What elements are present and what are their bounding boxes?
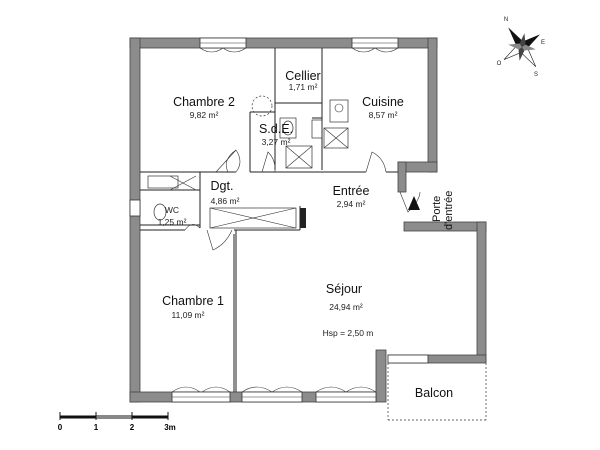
compass-o: O xyxy=(497,61,502,67)
window-swings xyxy=(171,47,399,393)
compass-icon: N E S O xyxy=(497,17,545,78)
doors xyxy=(184,149,421,251)
room-area-cellier: 1,71 m² xyxy=(289,82,318,92)
compass-n: N xyxy=(504,17,508,23)
room-name-chambre2: Chambre 2 xyxy=(173,95,235,109)
room-name-balcon: Balcon xyxy=(415,386,453,400)
compass-s: S xyxy=(534,72,538,78)
room-name-cuisine: Cuisine xyxy=(362,95,404,109)
room-name-entree: Entrée xyxy=(333,184,370,198)
room-name-sde: S.d.E. xyxy=(259,122,293,136)
scale-bar: 0 1 2 3m xyxy=(58,412,176,432)
room-area-sejour: 24,94 m² xyxy=(329,302,363,312)
entrance-label: Porte d'entrée xyxy=(431,191,455,230)
room-name-wc: WC xyxy=(165,205,179,215)
ceiling-height: Hsp = 2,50 m xyxy=(323,328,374,338)
room-name-chambre1: Chambre 1 xyxy=(162,294,224,308)
scale-tick-3m: 3m xyxy=(164,423,176,432)
svg-text:d'entrée: d'entrée xyxy=(443,191,455,230)
scale-tick-2: 2 xyxy=(130,423,135,432)
room-area-entree: 2,94 m² xyxy=(337,199,366,209)
room-area-chambre2: 9,82 m² xyxy=(190,110,219,120)
compass-e: E xyxy=(541,40,545,46)
room-area-sde: 3,27 m² xyxy=(262,137,291,147)
entrance-arrow-icon xyxy=(408,196,420,210)
room-area-chambre1: 11,09 m² xyxy=(172,310,205,320)
scale-tick-1: 1 xyxy=(94,423,99,432)
room-name-sejour: Séjour xyxy=(326,282,362,296)
room-area-wc: 1,25 m² xyxy=(158,217,187,227)
room-name-cellier: Cellier xyxy=(285,69,320,83)
room-name-dgt: Dgt. xyxy=(211,179,234,193)
scale-tick-0: 0 xyxy=(58,423,63,432)
svg-text:Porte: Porte xyxy=(431,196,443,222)
room-area-dgt: 4,86 m² xyxy=(211,196,240,206)
room-area-cuisine: 8,57 m² xyxy=(369,110,398,120)
fixtures xyxy=(147,95,487,421)
